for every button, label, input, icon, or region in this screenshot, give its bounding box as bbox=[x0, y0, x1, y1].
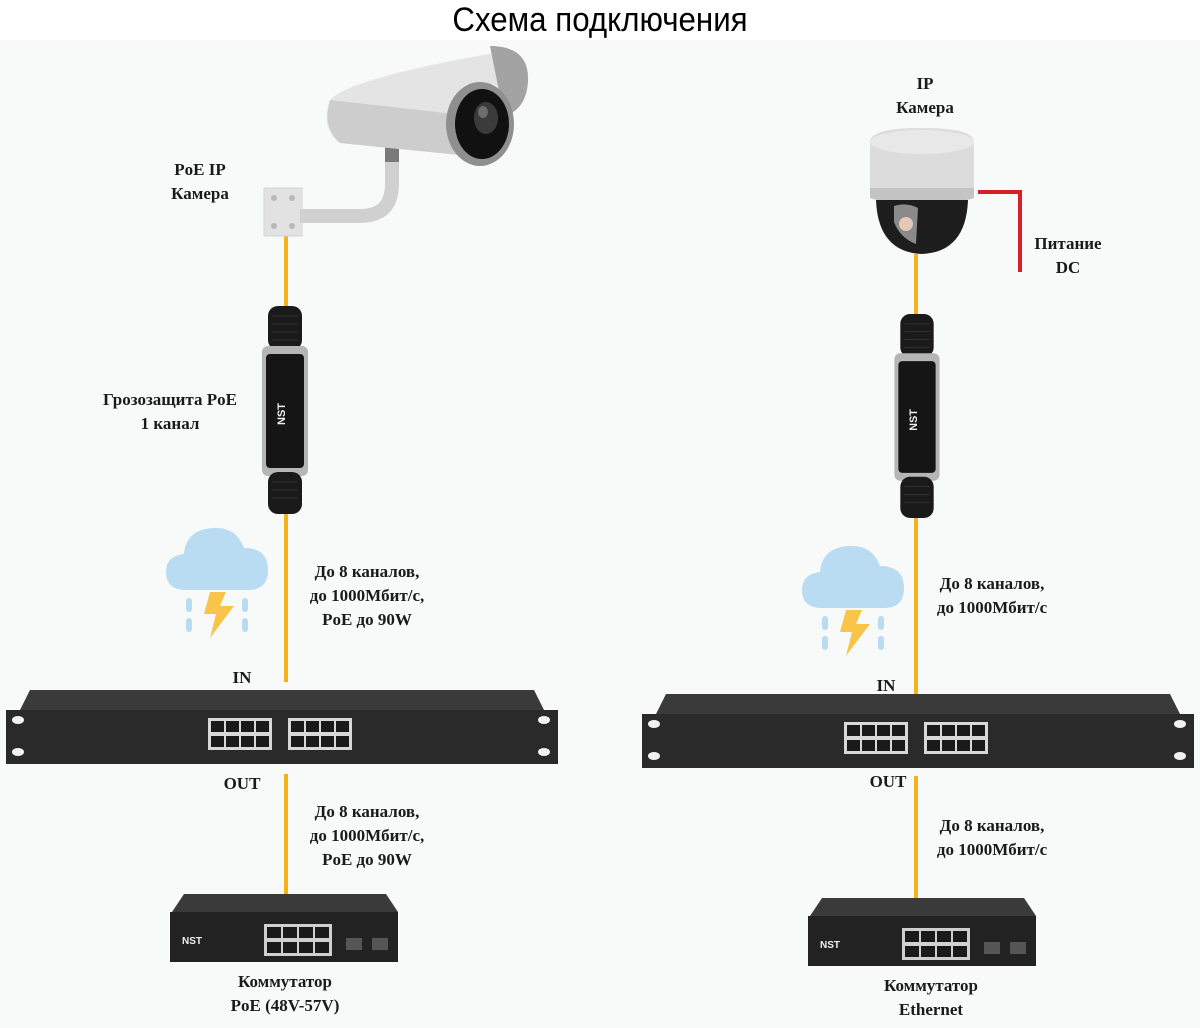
svg-text:NST: NST bbox=[182, 936, 202, 947]
cable-camera-to-protector bbox=[284, 236, 288, 312]
upper-link-spec-right: До 8 каналов, до 1000Мбит/с bbox=[936, 574, 1048, 617]
surge-protector-label: Грозозащита PoE 1 канал bbox=[103, 390, 237, 433]
network-switch-icon-right: NST bbox=[808, 898, 1036, 966]
rack-in-label-right: IN bbox=[876, 676, 896, 695]
surge-protector-icon-right: NST bbox=[894, 314, 940, 518]
rack-surge-protector-icon bbox=[6, 690, 558, 764]
poe-switch-label: Коммутатор PoE (48V-57V) bbox=[230, 972, 340, 1015]
lower-link-spec-right: До 8 каналов, до 1000Мбит/с bbox=[936, 816, 1048, 859]
svg-text:NST: NST bbox=[820, 940, 840, 951]
svg-text:NST: NST bbox=[908, 409, 920, 431]
rack-surge-protector-icon-right bbox=[642, 694, 1194, 768]
rack-out-label-right: OUT bbox=[869, 772, 907, 791]
ip-camera-label: IP Камера bbox=[896, 74, 954, 117]
ethernet-switch-label: Коммутатор Ethernet bbox=[883, 976, 978, 1019]
dc-power-label: Питание DC bbox=[1034, 234, 1102, 277]
dc-power-wire bbox=[978, 190, 1022, 194]
dc-power-wire-vertical bbox=[1018, 190, 1022, 272]
rack-in-label: IN bbox=[232, 668, 252, 687]
diagram-title: Схема подключения bbox=[452, 1, 748, 39]
cable-protector-to-rack-right bbox=[914, 512, 918, 696]
network-switch-icon: NST bbox=[170, 894, 398, 962]
bullet-camera-icon bbox=[263, 46, 529, 237]
cable-rack-to-switch bbox=[284, 774, 288, 896]
cable-camera-to-protector-right bbox=[914, 254, 918, 320]
lower-link-spec-left: До 8 каналов, до 1000Мбит/с, PoE до 90W bbox=[309, 802, 425, 869]
upper-link-spec-left: До 8 каналов, до 1000Мбит/с, PoE до 90W bbox=[309, 562, 425, 629]
poe-ip-camera-label: PoE IP Камера bbox=[171, 160, 229, 203]
thunderstorm-cloud-icon bbox=[166, 527, 268, 638]
surge-protector-icon: NST bbox=[262, 306, 308, 514]
dome-camera-icon bbox=[870, 128, 974, 254]
thunderstorm-cloud-icon-right bbox=[802, 545, 904, 656]
rack-out-label: OUT bbox=[223, 774, 261, 793]
cable-protector-to-rack bbox=[284, 506, 288, 682]
svg-text:NST: NST bbox=[276, 403, 288, 425]
cable-rack-to-switch-right bbox=[914, 776, 918, 904]
